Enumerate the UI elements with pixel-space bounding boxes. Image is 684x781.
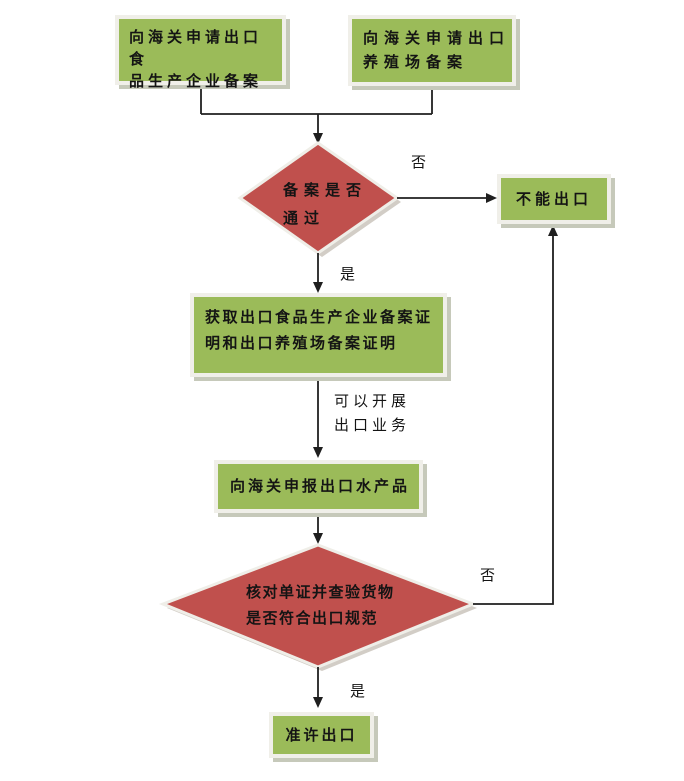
edge-label-inspection-no: 否 [480,566,500,584]
arrowhead-right-icon [486,193,497,203]
edge-label-text: 出口业务 [334,416,411,434]
arrowhead-down-icon [313,282,323,293]
node-text: 向海关申请出口食 [129,28,263,68]
node-apply-enterprise: 向海关申请出口食 品生产企业备案 [115,15,286,90]
connector-filing-no [397,193,497,203]
node-text: 备案是否 [283,181,368,199]
node-text: 不能出口 [515,190,592,208]
arrowhead-down-icon [313,697,323,708]
node-text: 准许出口 [285,726,358,744]
connector-filing-yes [313,253,323,293]
arrowhead-down-icon [313,447,323,458]
node-inspection-decision-text: 核对单证并查验货物 是否符合出口规范 [246,579,416,631]
node-obtain-certificates: 获取出口食品生产企业备案证 明和出口养殖场备案证明 [190,293,447,377]
arrowhead-down-icon [313,533,323,544]
edge-label-filing-no: 否 [411,153,431,171]
arrowhead-down-icon [313,133,323,144]
node-text: 获取出口食品生产企业备案证 [205,308,433,326]
node-filing-decision-text: 备案是否 通过 [283,176,413,232]
node-apply-farm: 向海关申请出口 养殖场备案 [348,15,516,86]
arrowhead-up-icon [548,225,558,236]
node-declare-export: 向海关申报出口水产品 [214,460,423,513]
node-text: 向海关申报出口水产品 [230,477,411,495]
node-text: 养殖场备案 [363,53,469,71]
node-text: 核对单证并查验货物 [246,583,395,601]
edge-label-inspection-yes: 是 [350,682,370,700]
node-text: 明和出口养殖场备案证明 [205,334,398,352]
node-text: 是否符合出口规范 [246,609,379,627]
node-text: 向海关申请出口 [363,29,511,47]
edge-label-can-carry-out: 可以开展 出口业务 [334,389,410,437]
node-text: 通过 [283,209,326,227]
connector-can-carry-out [313,377,323,458]
connector-merge-to-filing-decision [200,85,433,144]
node-permit-export: 准许出口 [269,712,374,758]
connector-inspection-yes [313,667,323,708]
edge-label-text: 可以开展 [334,392,411,410]
node-text: 品生产企业备案 [129,72,263,90]
connector-inspection-no [473,225,558,605]
node-cannot-export: 不能出口 [497,174,611,224]
connector-declare-to-inspection [313,513,323,544]
edge-label-filing-yes: 是 [340,265,360,283]
